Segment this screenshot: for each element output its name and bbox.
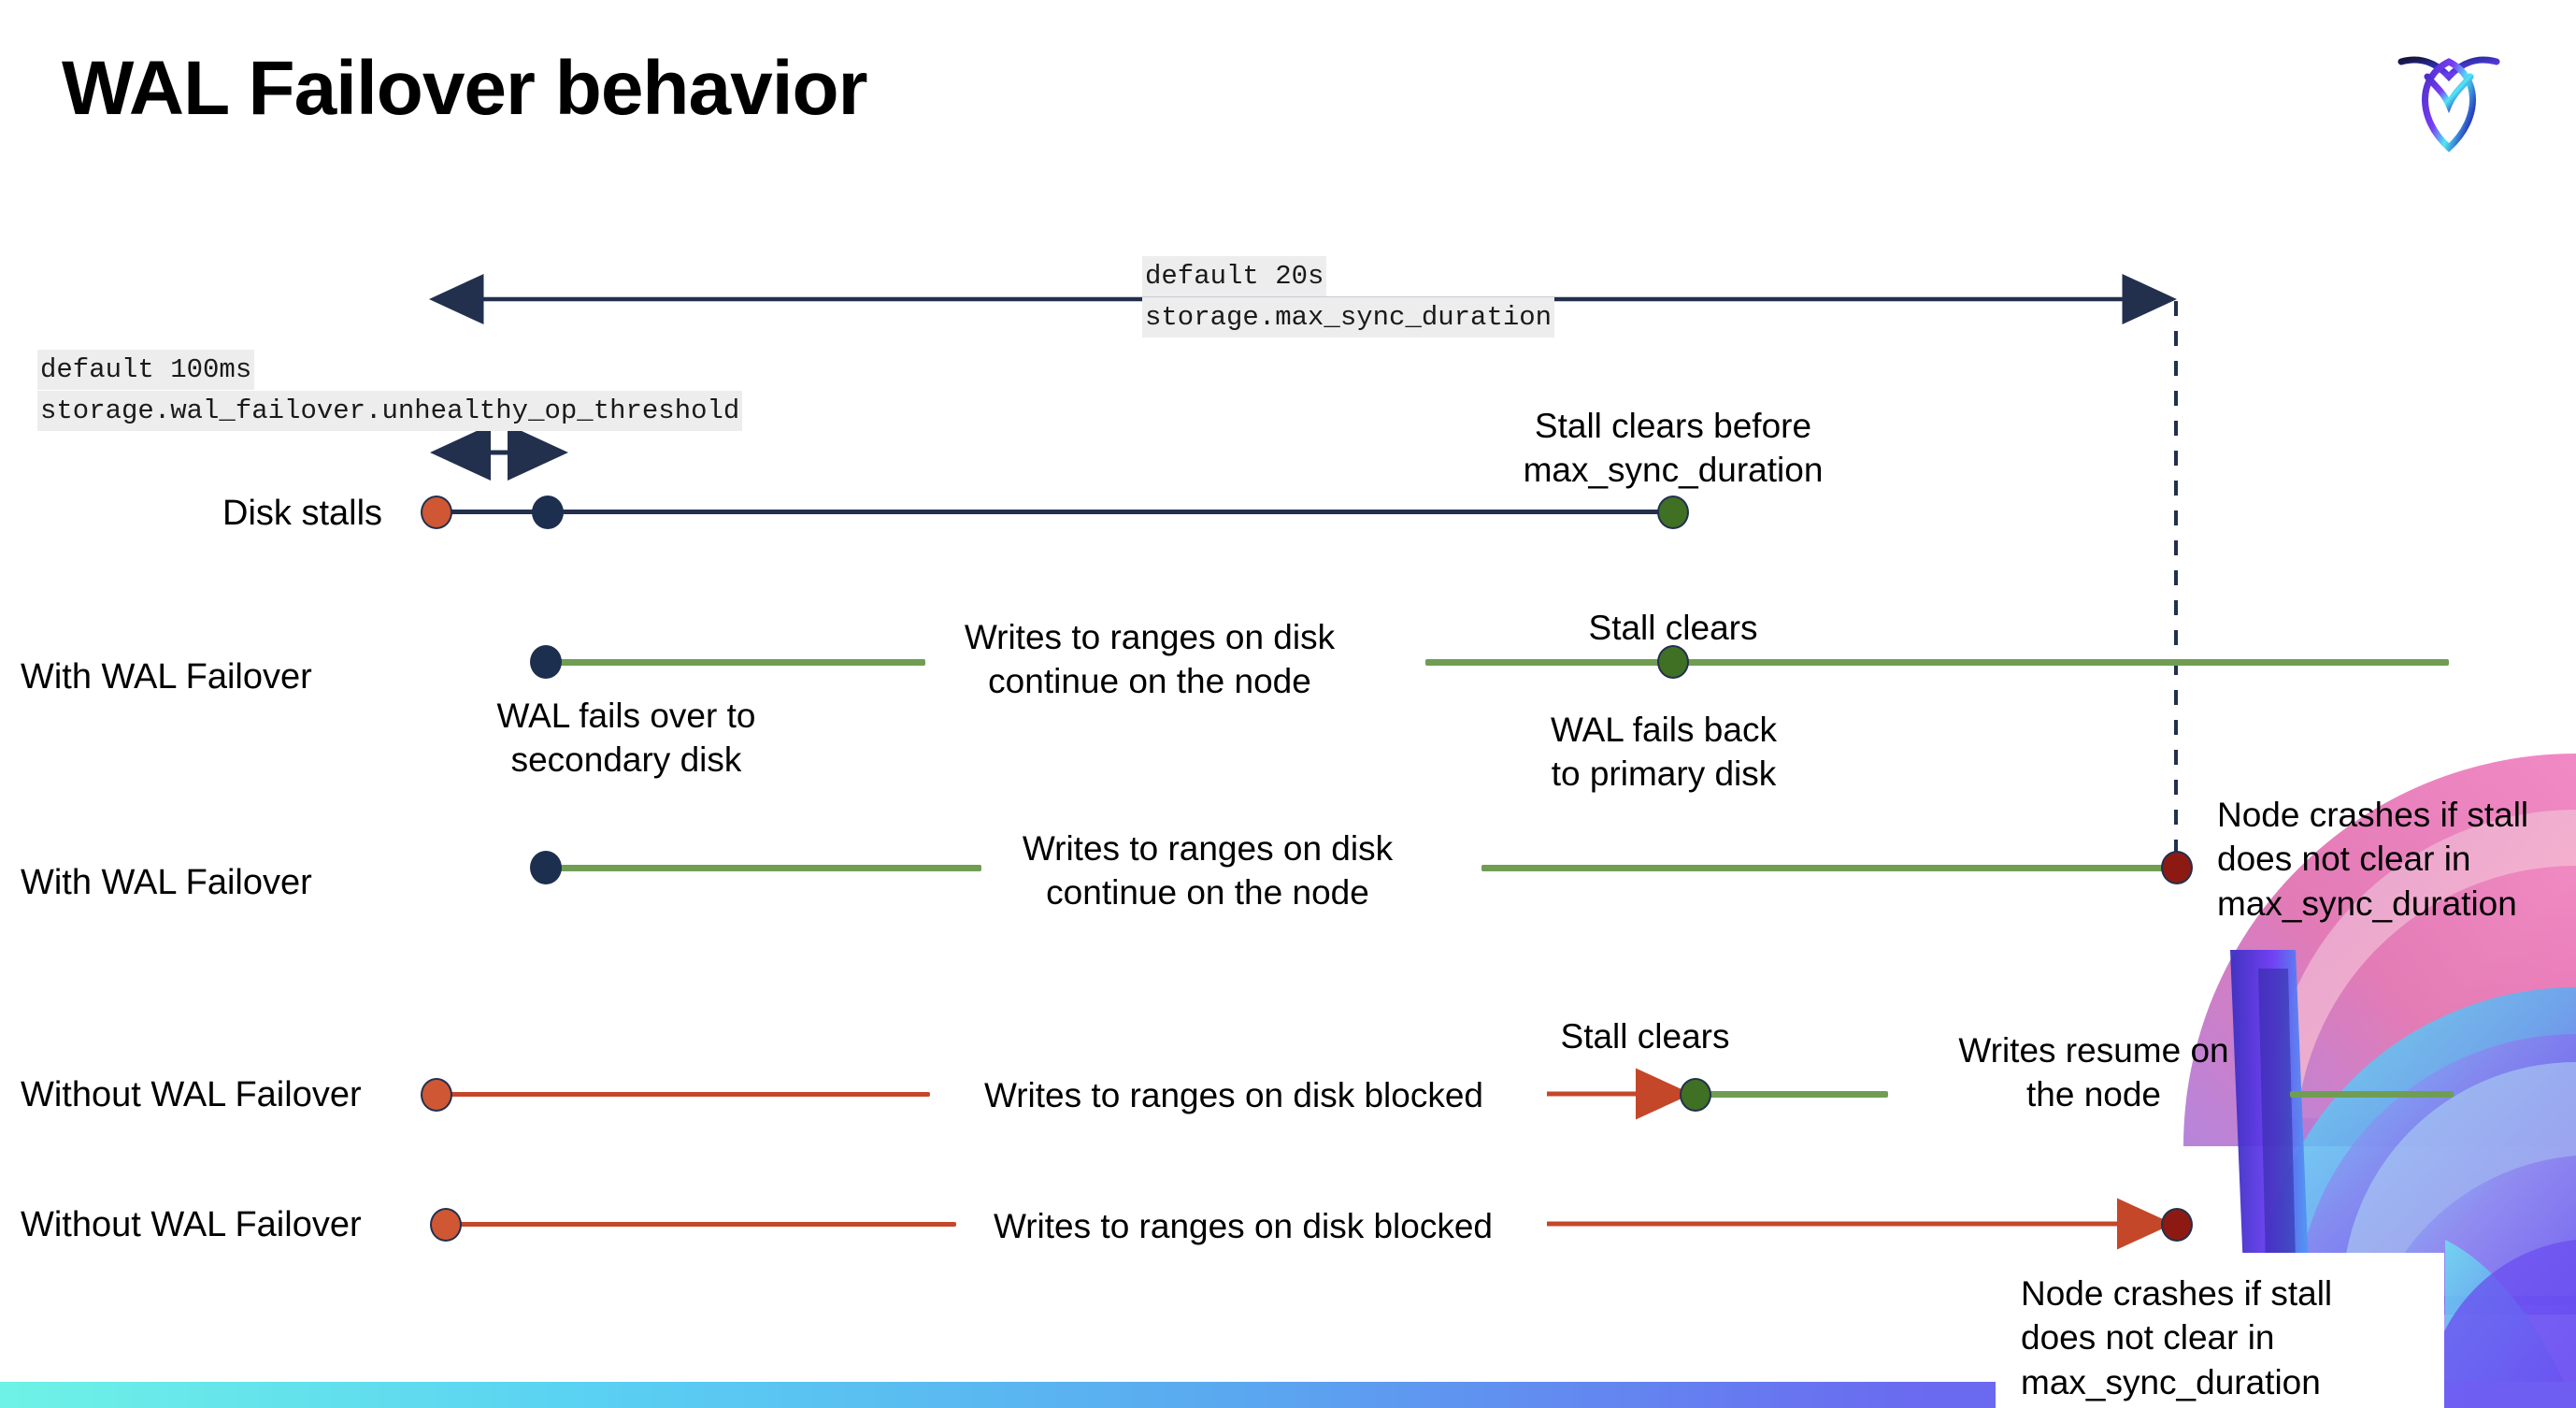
without-failover-crash-node-crash-dot <box>2161 1208 2193 1242</box>
note-wal-fails-over: WAL fails over to secondary disk <box>477 694 776 783</box>
row-label-with-wal-failover-crash: With WAL Failover <box>21 863 312 902</box>
node-crashes-callout-box <box>1996 1253 2444 1408</box>
row-label-with-wal-failover-clears: With WAL Failover <box>21 657 312 697</box>
with-failover-crash-failover-dot <box>530 851 562 884</box>
row-label-disk-stalls: Disk stalls <box>222 494 383 533</box>
note-node-crashes-row3: Node crashes if stall does not clear in … <box>2217 793 2576 926</box>
note-line: Writes resume on <box>1958 1031 2229 1070</box>
note-writes-continue-row3: Writes to ranges on disk continue on the… <box>1002 826 1413 915</box>
unhealthy-op-threshold-default-chip: default 100ms <box>37 350 255 391</box>
note-line: max_sync_duration <box>1523 451 1824 490</box>
without-failover-crash-blocked-segment <box>447 1222 956 1227</box>
disk-stalls-start-dot <box>421 496 452 529</box>
note-line: Node crashes if stall <box>2217 796 2529 834</box>
disk-stalls-timeline-segment <box>436 510 1675 514</box>
with-failover-crash-segment-b <box>1481 865 2178 871</box>
note-line: continue on the node <box>988 662 1311 701</box>
disk-stalls-failover-dot <box>532 496 564 529</box>
without-failover-clears-resume-segment-b <box>2290 1091 2454 1098</box>
with-failover-clears-clear-dot <box>1657 645 1689 679</box>
cockroach-labs-logo-icon <box>2388 28 2510 159</box>
note-line: max_sync_duration <box>2217 884 2517 923</box>
without-failover-clears-resume-segment-a <box>1696 1091 1888 1098</box>
note-stall-clears-row2: Stall clears <box>1588 609 1758 647</box>
max-sync-duration-setting-chip: storage.max_sync_duration <box>1142 297 1555 338</box>
without-failover-clears-clear-dot <box>1680 1078 1711 1112</box>
note-line: WAL fails over to <box>496 697 756 735</box>
note-line: Node crashes if stall <box>2021 1274 2333 1313</box>
note-stall-clears-row4: Stall clears <box>1560 1017 1730 1056</box>
note-line: does not clear in <box>2021 1318 2275 1358</box>
note-line: continue on the node <box>1046 873 1369 912</box>
note-line: max_sync_duration <box>2021 1362 2321 1401</box>
note-writes-blocked-row5: Writes to ranges on disk blocked <box>993 1207 1494 1245</box>
note-line: to primary disk <box>1551 754 1777 794</box>
with-failover-crash-segment-a <box>542 865 981 871</box>
note-line: secondary disk <box>510 740 742 780</box>
unhealthy-op-threshold-setting-chip: storage.wal_failover.unhealthy_op_thresh… <box>37 391 743 432</box>
note-line: Writes to ranges on disk <box>964 618 1336 656</box>
max-sync-duration-default-chip: default 20s <box>1142 256 1327 297</box>
note-line: Writes to ranges on disk <box>1022 829 1394 868</box>
note-node-crashes-row5: Node crashes if stall does not clear in … <box>2021 1272 2423 1404</box>
note-wal-fails-back: WAL fails back to primary disk <box>1524 708 1804 797</box>
note-line: WAL fails back <box>1551 711 1777 749</box>
with-failover-clears-segment-b <box>1425 659 2449 666</box>
note-stall-clears-before: Stall clears before max_sync_duration <box>1477 404 1869 493</box>
disk-stalls-clear-dot <box>1657 496 1689 529</box>
note-writes-continue-row2: Writes to ranges on disk continue on the… <box>944 615 1355 704</box>
without-failover-clears-start-dot <box>421 1078 452 1112</box>
note-line: does not clear in <box>2217 840 2471 879</box>
note-writes-blocked-row4: Writes to ranges on disk blocked <box>983 1076 1484 1114</box>
without-failover-crash-start-dot <box>430 1208 462 1242</box>
with-failover-crash-node-crash-dot <box>2161 851 2193 884</box>
with-failover-clears-failover-dot <box>530 645 562 679</box>
note-line: Stall clears before <box>1534 407 1812 445</box>
note-writes-resume: Writes resume on the node <box>1935 1028 2253 1117</box>
without-failover-clears-blocked-segment <box>436 1092 930 1097</box>
page-title: WAL Failover behavior <box>62 46 868 131</box>
row-label-without-wal-failover-crash: Without WAL Failover <box>21 1205 362 1244</box>
row-label-without-wal-failover-clears: Without WAL Failover <box>21 1075 362 1114</box>
note-line: the node <box>2025 1075 2162 1114</box>
with-failover-clears-segment-a <box>542 659 925 666</box>
